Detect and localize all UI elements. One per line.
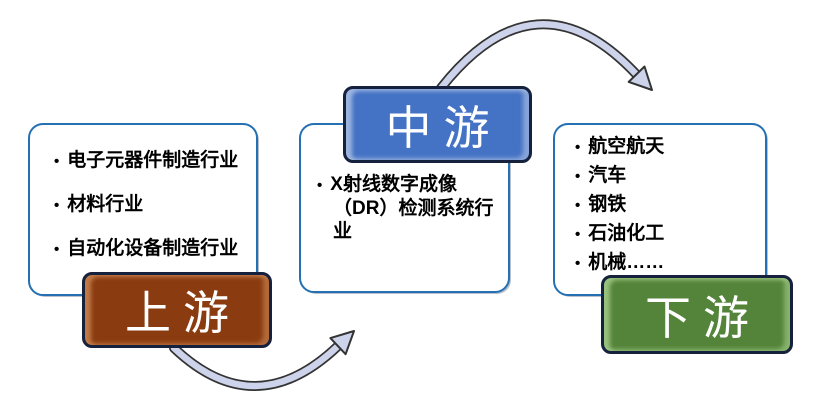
stage-label-downstream: 下游 [601,275,793,354]
stage-label-upstream-text: 上游 [125,287,241,339]
list-item: 石油化工 [575,223,759,246]
list-item: X射线数字成像（DR）检测系统行业 [317,173,498,243]
list-item: 电子元器件制造行业 [54,149,250,174]
list-item: 航空航天 [575,136,759,159]
flow-arrow-midstream-to-downstream [436,19,653,93]
panel-upstream: 电子元器件制造行业材料行业自动化设备制造行业 [28,123,258,296]
midstream-item-list: X射线数字成像（DR）检测系统行业 [317,173,498,243]
list-item: 钢铁 [575,194,759,217]
list-item: 汽车 [575,165,759,188]
downstream-item-list: 航空航天汽车钢铁石油化工机械…… [575,136,759,275]
stage-label-downstream-text: 下游 [645,291,761,344]
stage-label-midstream-text: 中游 [385,101,502,154]
panel-downstream: 航空航天汽车钢铁石油化工机械…… [553,123,767,296]
list-item: 机械…… [575,252,759,275]
stage-label-midstream: 中游 [343,86,532,163]
upstream-item-list: 电子元器件制造行业材料行业自动化设备制造行业 [54,149,250,262]
list-item: 材料行业 [54,193,250,218]
arrowhead-icon [627,65,653,91]
list-item: 自动化设备制造行业 [54,237,250,262]
stage-label-upstream: 上游 [82,272,272,348]
arrowhead-icon [329,330,355,356]
